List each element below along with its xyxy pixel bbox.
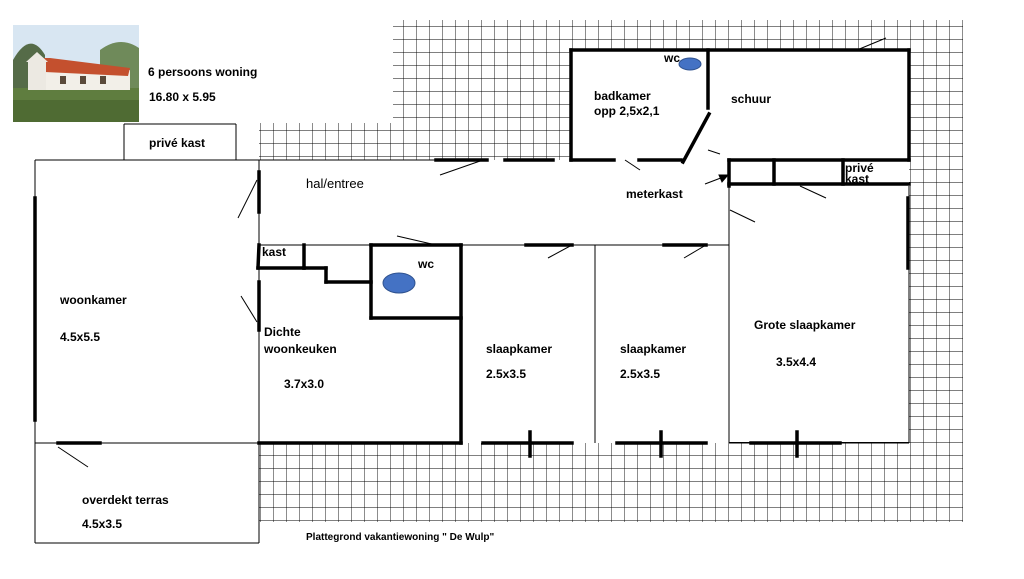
- label-slaapkamer-1-size: 2.5x3.5: [486, 367, 526, 381]
- label-woonkamer-size: 4.5x5.5: [60, 330, 100, 344]
- label-prive-right-2: kast: [845, 172, 869, 186]
- label-grote-slaapkamer-size: 3.5x4.4: [776, 355, 816, 369]
- meterkast-arrow: [704, 174, 730, 185]
- wc-symbol-bathroom: [678, 57, 702, 71]
- label-terras-size: 4.5x3.5: [82, 517, 122, 531]
- thick-walls: [33, 48, 911, 458]
- house-footprint: [35, 50, 909, 543]
- label-keuken-1: Dichte: [264, 325, 301, 339]
- door-swings: [57, 37, 887, 468]
- label-wc-middle: wc: [417, 257, 434, 271]
- header-dimensions: 16.80 x 5.95: [149, 90, 216, 104]
- label-woonkamer: woonkamer: [59, 293, 127, 307]
- label-prive-kast-top: privé kast: [149, 136, 205, 150]
- label-slaapkamer-2: slaapkamer: [620, 342, 686, 356]
- label-keuken-2: woonkeuken: [263, 342, 337, 356]
- label-grote-slaapkamer: Grote slaapkamer: [754, 318, 856, 332]
- label-hal: hal/entree: [306, 176, 364, 191]
- label-prive-right-1: privé: [845, 161, 874, 175]
- label-terras: overdekt terras: [82, 493, 169, 507]
- label-slaapkamer-2-size: 2.5x3.5: [620, 367, 660, 381]
- label-wc-bathroom: wc: [663, 51, 680, 65]
- house-photo: [13, 25, 139, 122]
- label-badkamer-size: opp 2,5x2,1: [594, 104, 660, 118]
- label-schuur: schuur: [731, 92, 771, 106]
- header-persons: 6 persoons woning: [148, 65, 257, 79]
- label-badkamer: badkamer: [594, 89, 651, 103]
- label-meterkast: meterkast: [626, 187, 683, 201]
- label-slaapkamer-1: slaapkamer: [486, 342, 552, 356]
- label-kast: kast: [262, 245, 286, 259]
- label-keuken-size: 3.7x3.0: [284, 377, 324, 391]
- wc-symbol-middle: [382, 272, 416, 294]
- plan-caption: Plattegrond vakantiewoning " De Wulp": [306, 532, 494, 543]
